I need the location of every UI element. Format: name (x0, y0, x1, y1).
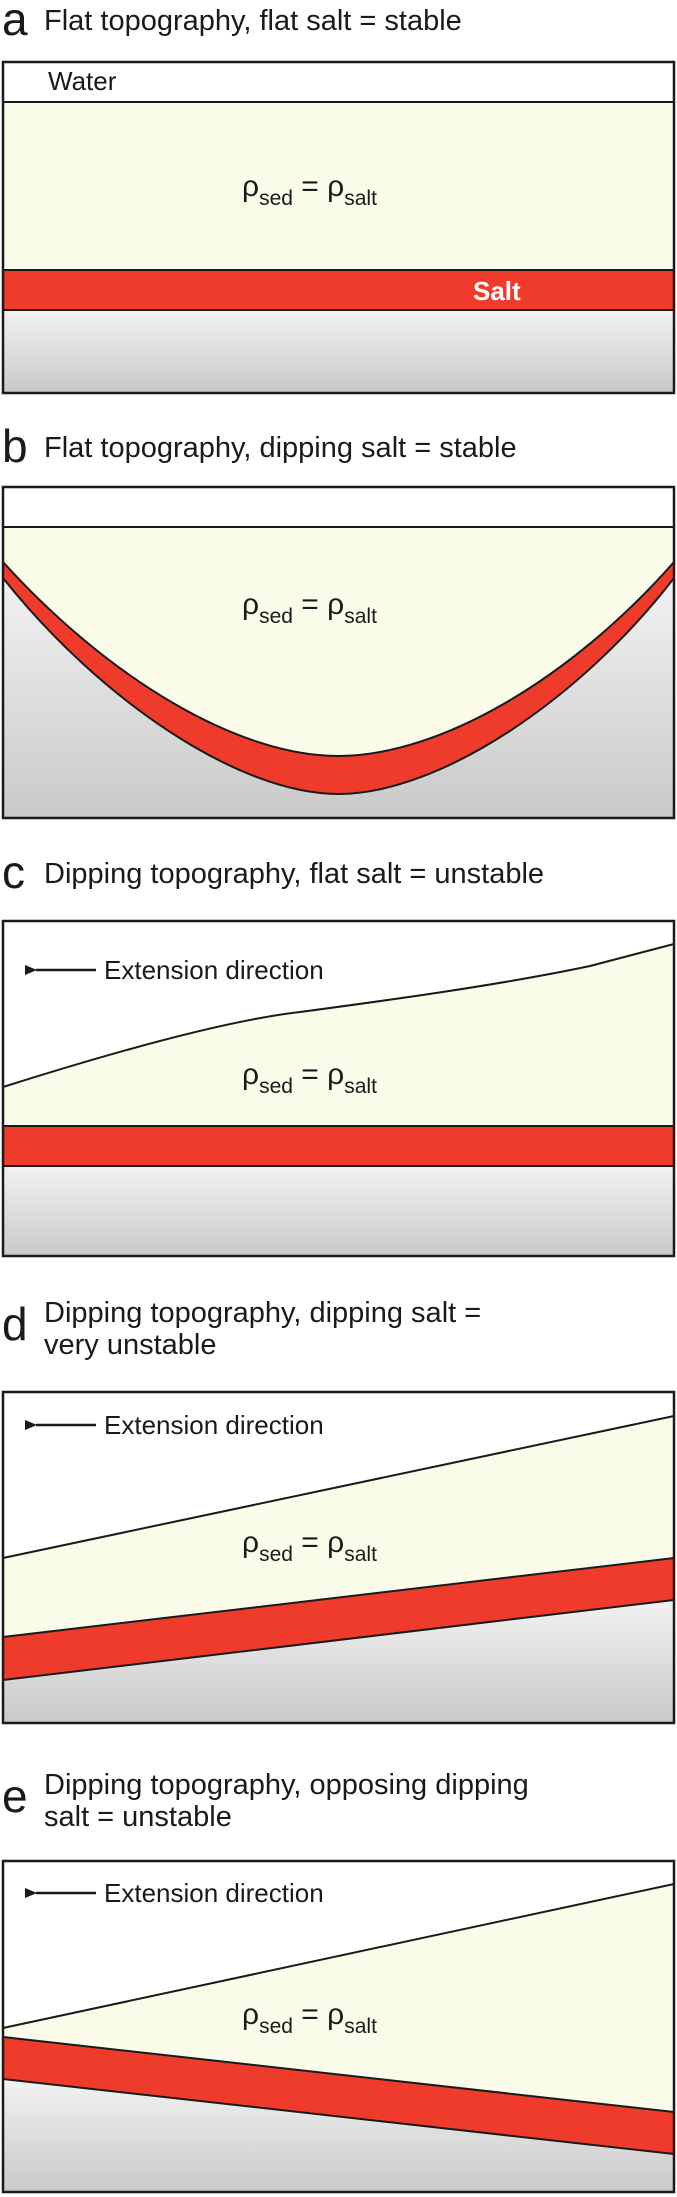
panel-a-letter: a (2, 0, 28, 45)
panel-e-density-label: ρsed = ρsalt (242, 1998, 377, 2038)
panel-b-frame (1, 485, 676, 820)
panel-e-basement-layer (3, 2079, 674, 2192)
panel-a-basement-layer (3, 310, 674, 393)
panel-e-title-line2: salt = unstable (44, 1801, 232, 1833)
panel-e: e Dipping topography, opposing dipping s… (1, 1769, 676, 2194)
panel-e-title-line1: Dipping topography, opposing dipping (44, 1769, 529, 1801)
panel-c-extension-label: Extension direction (104, 955, 324, 985)
panel-a-water-layer (3, 62, 674, 102)
panel-d-frame (1, 1390, 676, 1725)
panel-b-water-layer (3, 487, 674, 527)
panel-a-salt-layer (3, 270, 674, 310)
panel-c-salt-layer (3, 1126, 674, 1166)
panel-c-frame (1, 919, 676, 1258)
panel-a: a Flat topography, flat salt = stable Wa… (1, 0, 676, 395)
panel-b-title: Flat topography, dipping salt = stable (44, 432, 517, 464)
panel-d-title-line1: Dipping topography, dipping salt = (44, 1297, 481, 1329)
panel-a-salt-label: Salt (473, 276, 521, 306)
panel-a-title: Flat topography, flat salt = stable (44, 5, 462, 37)
panel-b-basement-layer (3, 578, 674, 818)
panel-e-frame (1, 1859, 676, 2194)
panel-c: c Dipping topography, flat salt = unstab… (1, 846, 676, 1258)
panel-a-water-label: Water (48, 66, 117, 96)
panel-c-letter: c (2, 846, 25, 898)
panel-d-sediment-layer (3, 1416, 674, 1637)
panel-d-extension-label: Extension direction (104, 1410, 324, 1440)
panel-d: d Dipping topography, dipping salt = ver… (1, 1297, 676, 1725)
panel-d-title-line2: very unstable (44, 1329, 217, 1361)
panel-d-salt-layer (3, 1558, 674, 1680)
panel-d-density-label: ρsed = ρsalt (242, 1526, 377, 1566)
panel-b-letter: b (2, 420, 28, 472)
panel-b: b Flat topography, dipping salt = stable… (1, 420, 676, 820)
panel-e-letter: e (2, 1770, 28, 1822)
panel-c-density-label: ρsed = ρsalt (242, 1058, 377, 1098)
panel-c-basement-layer (3, 1166, 674, 1256)
panel-b-density-label: ρsed = ρsalt (242, 588, 377, 628)
panel-e-extension-label: Extension direction (104, 1878, 324, 1908)
panel-a-sediment-layer (3, 102, 674, 270)
panel-a-frame (1, 60, 676, 395)
panel-a-density-label: ρsed = ρsalt (242, 170, 377, 210)
panel-c-sediment-layer (3, 944, 674, 1126)
panel-c-title: Dipping topography, flat salt = unstable (44, 858, 544, 890)
panel-d-basement-layer (3, 1600, 674, 1723)
panel-e-salt-layer (3, 2037, 674, 2154)
panel-d-letter: d (2, 1298, 28, 1350)
